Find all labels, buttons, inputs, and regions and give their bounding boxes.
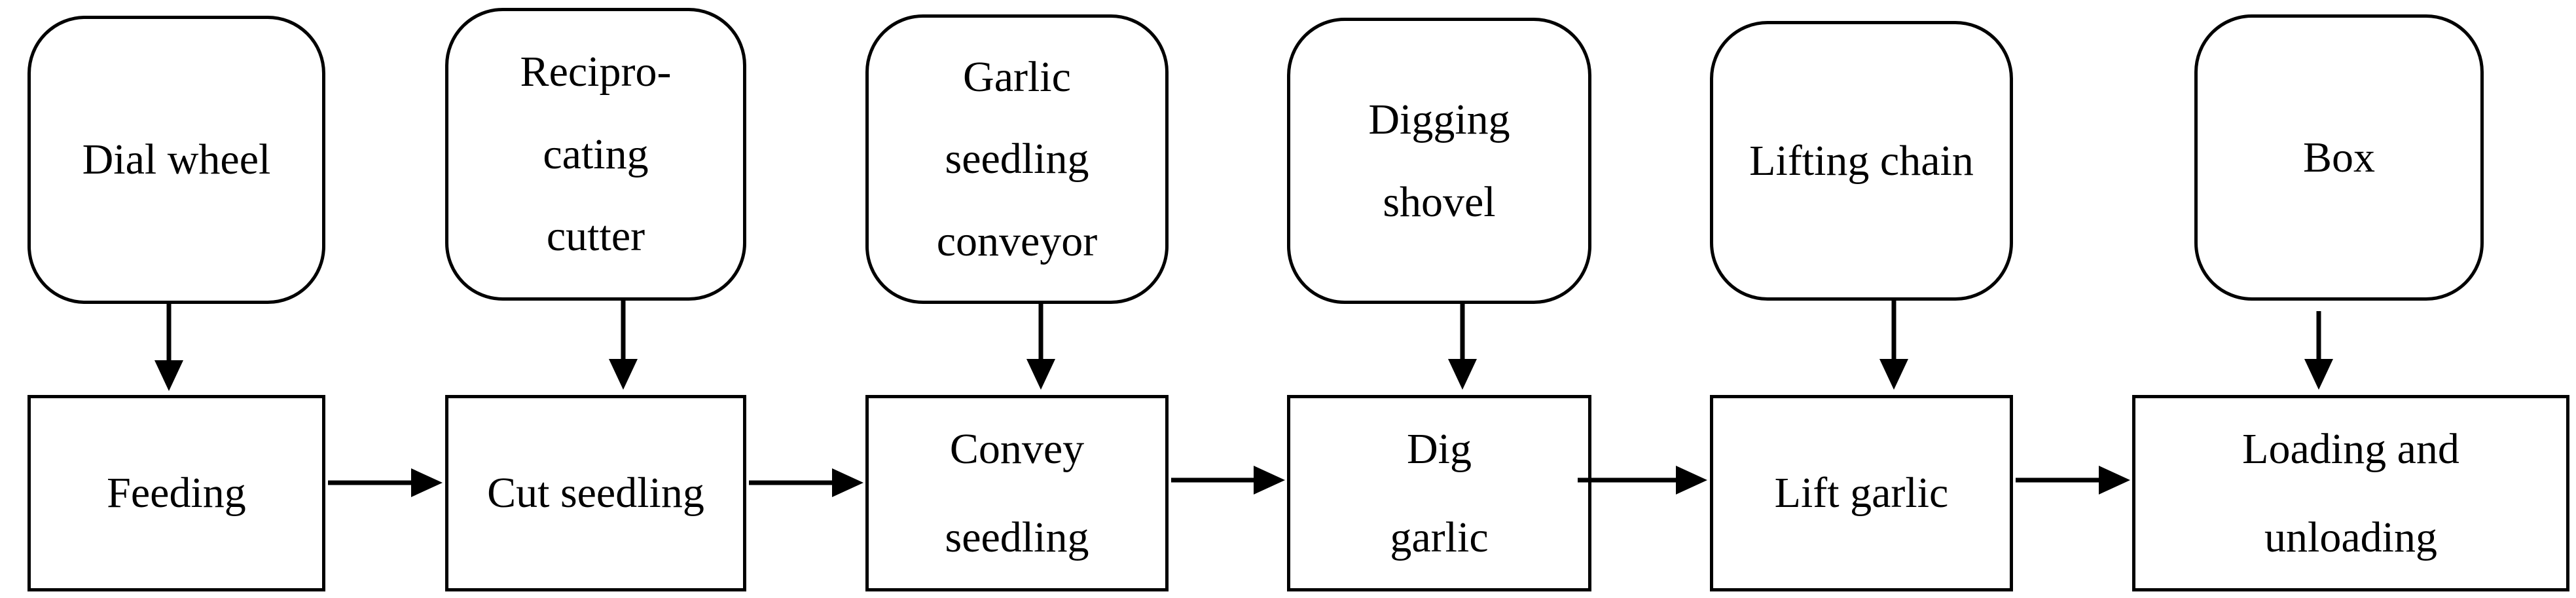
component-box: Box [2194, 14, 2484, 301]
component-label: Recipro- cating cutter [520, 48, 672, 261]
arrowhead [1254, 466, 1285, 495]
process-label: Feeding [107, 469, 246, 517]
component-label: Lifting chain [1749, 136, 1974, 185]
process-label: Convey seedling [945, 424, 1089, 561]
arrowhead [2099, 466, 2130, 495]
arrowhead [1676, 466, 1707, 495]
arrowhead [832, 468, 863, 497]
arrowhead [154, 360, 183, 391]
arrowhead [1448, 359, 1477, 390]
process-convey-seedling: Convey seedling [865, 395, 1169, 591]
component-reciprocating-cutter: Recipro- cating cutter [445, 8, 746, 301]
arrowhead [1026, 359, 1055, 390]
component-label: Box [2302, 133, 2376, 181]
component-digging-shovel: Digging shovel [1287, 18, 1591, 304]
arrowhead [2304, 359, 2333, 390]
component-label: Digging shovel [1368, 96, 1510, 226]
process-label: Dig garlic [1390, 424, 1489, 561]
process-label: Loading and unloading [2242, 424, 2459, 561]
process-label: Lift garlic [1774, 469, 1949, 517]
process-cut-seedling: Cut seedling [445, 395, 746, 591]
component-lifting-chain: Lifting chain [1710, 21, 2013, 301]
component-label: Dial wheel [82, 136, 271, 184]
process-label: Cut seedling [487, 469, 704, 517]
process-loading-and-unloading: Loading and unloading [2132, 395, 2569, 591]
process-feeding: Feeding [27, 395, 325, 591]
process-lift-garlic: Lift garlic [1710, 395, 2013, 591]
component-garlic-seedling-conveyor: Garlic seedling conveyor [865, 14, 1169, 304]
arrowhead [1879, 359, 1908, 390]
process-dig-garlic: Dig garlic [1287, 395, 1591, 591]
component-label: Garlic seedling conveyor [936, 52, 1098, 265]
component-dial-wheel: Dial wheel [27, 16, 325, 304]
arrowhead [609, 359, 638, 390]
arrowhead [411, 468, 443, 497]
